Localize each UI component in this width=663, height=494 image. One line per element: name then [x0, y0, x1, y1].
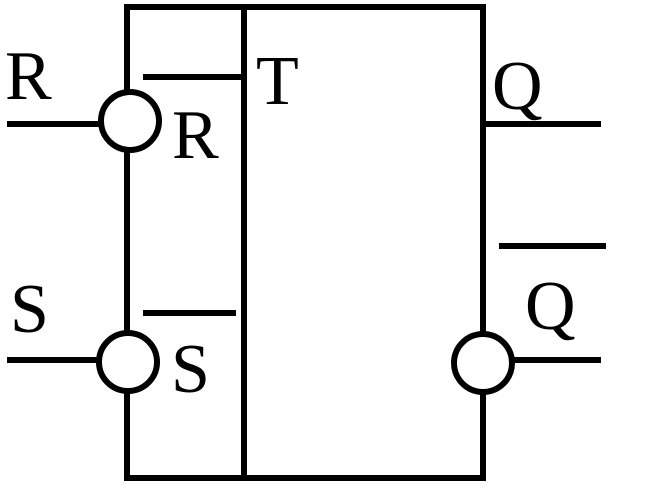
- r-inversion-bubble: [98, 89, 162, 153]
- s-input-label: S: [10, 271, 49, 348]
- q-bar-output-label: Q: [525, 268, 576, 345]
- r-inner-label: R: [172, 97, 219, 174]
- type-label: T: [256, 43, 299, 120]
- q-output-label: Q: [492, 48, 543, 125]
- s-inversion-bubble: [96, 330, 160, 394]
- trigger-outer-box: [124, 4, 486, 481]
- s-inner-label: S: [171, 331, 210, 408]
- q-bar-inversion-bubble: [451, 331, 515, 395]
- r-input-label: R: [5, 38, 52, 115]
